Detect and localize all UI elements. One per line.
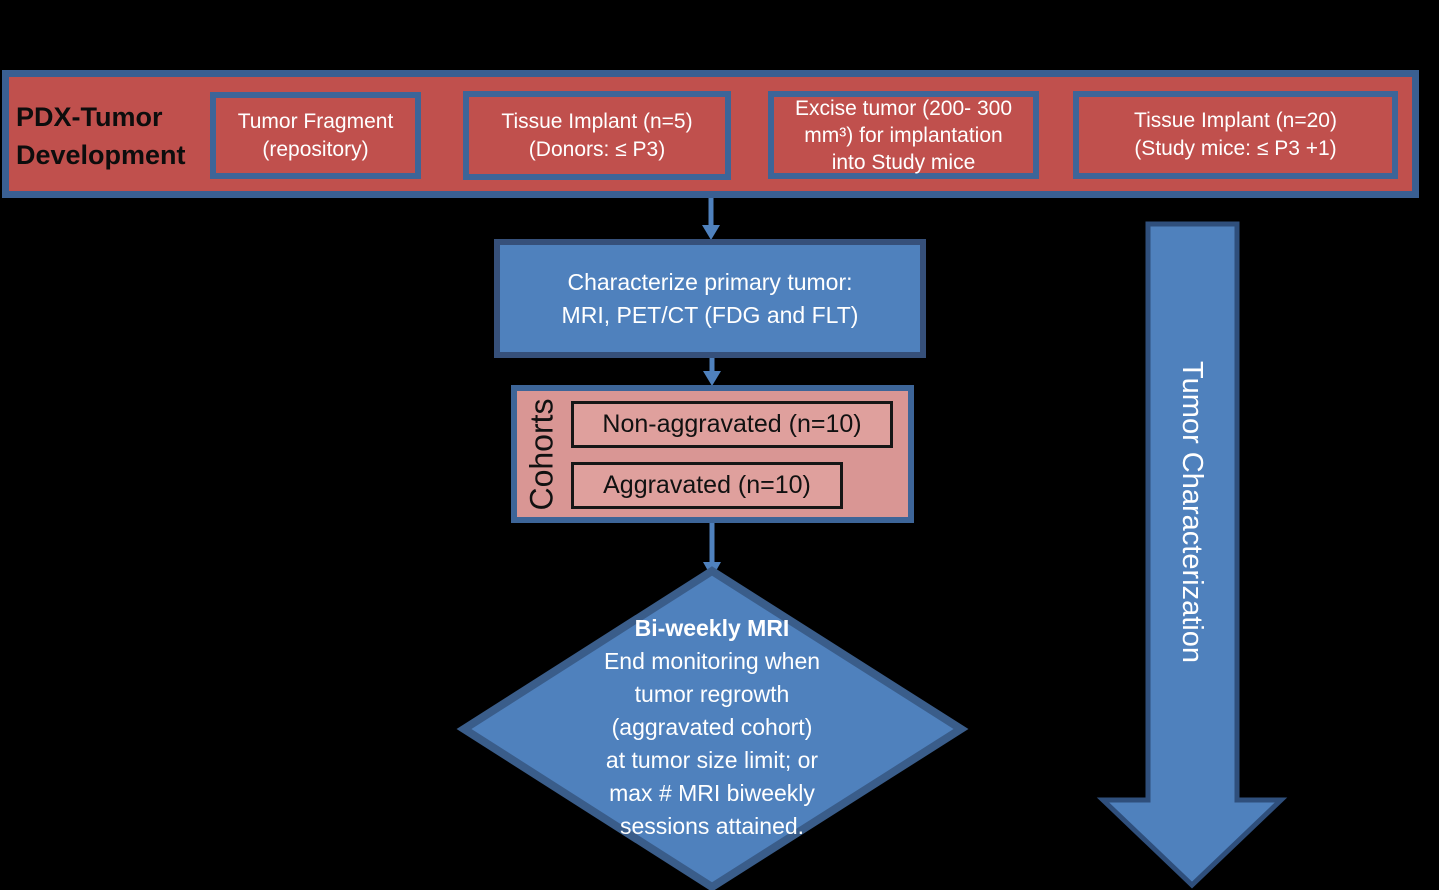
cohort-label: Non-aggravated (n=10) — [602, 410, 862, 438]
step-text-line: Characterize primary tumor: — [567, 268, 853, 295]
tumor-characterization-label: Tumor Characterization — [1176, 361, 1208, 663]
cohorts-label-wrap: Cohorts — [511, 385, 573, 523]
diamond-text-line: (aggravated cohort) — [611, 714, 813, 740]
step-text-line: MRI, PET/CT (FDG and FLT) — [561, 301, 859, 328]
diamond-text-line: max # MRI biweekly — [609, 780, 815, 806]
step-text-line: mm³) for implantation — [804, 123, 1003, 147]
diamond-text-line: sessions attained. — [619, 813, 805, 839]
banner-title-line2: Development — [16, 140, 186, 170]
tumor-characterization-arrow-shape — [1096, 221, 1288, 889]
step-tissue-implant-donors: Tissue Implant (n=5) (Donors: ≤ P3) — [463, 91, 731, 180]
cohorts-label: Cohorts — [523, 397, 560, 511]
decision-diamond-shape — [456, 566, 969, 890]
step-characterize-primary-tumor: Characterize primary tumor: MRI, PET/CT … — [494, 239, 926, 358]
flow-arrow-down-1 — [702, 198, 720, 240]
flow-arrow-down-2 — [703, 358, 721, 386]
step-text-line: (Study mice: ≤ P3 +1) — [1134, 137, 1337, 160]
step-text-line: (repository) — [262, 137, 369, 161]
diamond-text-line: tumor regrowth — [634, 681, 790, 707]
diamond-text-line: End monitoring when — [603, 648, 821, 674]
step-text-line: Tumor Fragment — [237, 109, 394, 133]
step-text-line: (Donors: ≤ P3) — [528, 137, 666, 161]
step-text-line: Tissue Implant (n=20) — [1134, 109, 1337, 132]
diamond-text-line: at tumor size limit; or — [605, 747, 819, 773]
step-tumor-fragment: Tumor Fragment (repository) — [210, 92, 421, 179]
diamond-title: Bi-weekly MRI — [634, 615, 790, 641]
decision-diamond-text: Bi-weekly MRI End monitoring when tumor … — [512, 612, 912, 843]
cohort-label: Aggravated (n=10) — [603, 471, 811, 499]
banner-title: PDX-Tumor Development — [16, 98, 216, 174]
step-text-line: Excise tumor (200- 300 — [794, 96, 1013, 120]
step-text-line: Tissue Implant (n=5) — [501, 109, 693, 133]
step-text-line: into Study mice — [831, 150, 976, 174]
step-tissue-implant-study: Tissue Implant (n=20) (Study mice: ≤ P3 … — [1073, 91, 1398, 179]
banner-title-line1: PDX-Tumor — [16, 102, 163, 132]
cohort-aggravated: Aggravated (n=10) — [571, 462, 843, 509]
cohort-non-aggravated: Non-aggravated (n=10) — [571, 401, 893, 448]
step-excise-tumor: Excise tumor (200- 300 mm³) for implanta… — [768, 91, 1039, 179]
